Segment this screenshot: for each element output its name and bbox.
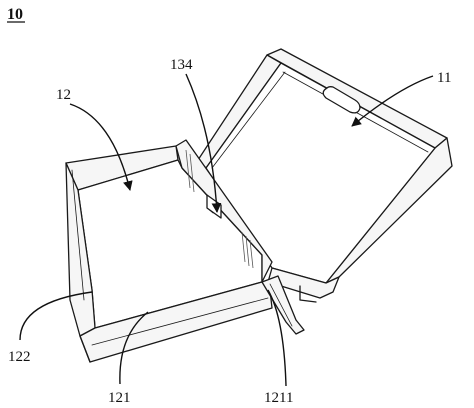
label-lid: 11 <box>437 70 451 86</box>
tray-front-wall-fold <box>91 297 269 346</box>
callout-lid: 11 <box>351 70 451 127</box>
leader-side-wall <box>19 291 93 341</box>
hinge-tab <box>261 275 305 335</box>
lid-corner-tab <box>299 285 317 303</box>
callout-hinge-tab: 1211 <box>264 289 293 406</box>
hinge-tab-fold <box>269 283 293 327</box>
lid-handle-hole <box>322 86 361 114</box>
label-tray: 12 <box>56 87 71 103</box>
label-front-wall: 121 <box>108 390 131 406</box>
leader-hinge-tab <box>267 289 287 387</box>
figure-number-text: 10 <box>7 6 23 23</box>
figure-number: 10 <box>7 6 25 23</box>
tray-front-corner <box>79 335 91 363</box>
label-slot-tab: 134 <box>170 57 193 73</box>
tray-left-wall-fold <box>71 169 85 301</box>
label-side-wall: 122 <box>8 349 31 365</box>
callout-slot-tab: 134 <box>170 57 222 213</box>
label-hinge-tab: 1211 <box>264 390 293 406</box>
hinge-wall-slits <box>185 149 254 269</box>
leader-slot-tab <box>185 73 222 213</box>
leader-front-wall <box>119 311 149 385</box>
lid-fold-line-left <box>211 71 286 169</box>
leader-lid <box>351 75 434 127</box>
callout-tray: 12 <box>56 87 133 191</box>
lid-panel <box>197 48 453 303</box>
callout-side-wall: 122 <box>8 291 93 365</box>
leader-tray <box>69 103 133 191</box>
callout-front-wall: 121 <box>108 311 149 406</box>
